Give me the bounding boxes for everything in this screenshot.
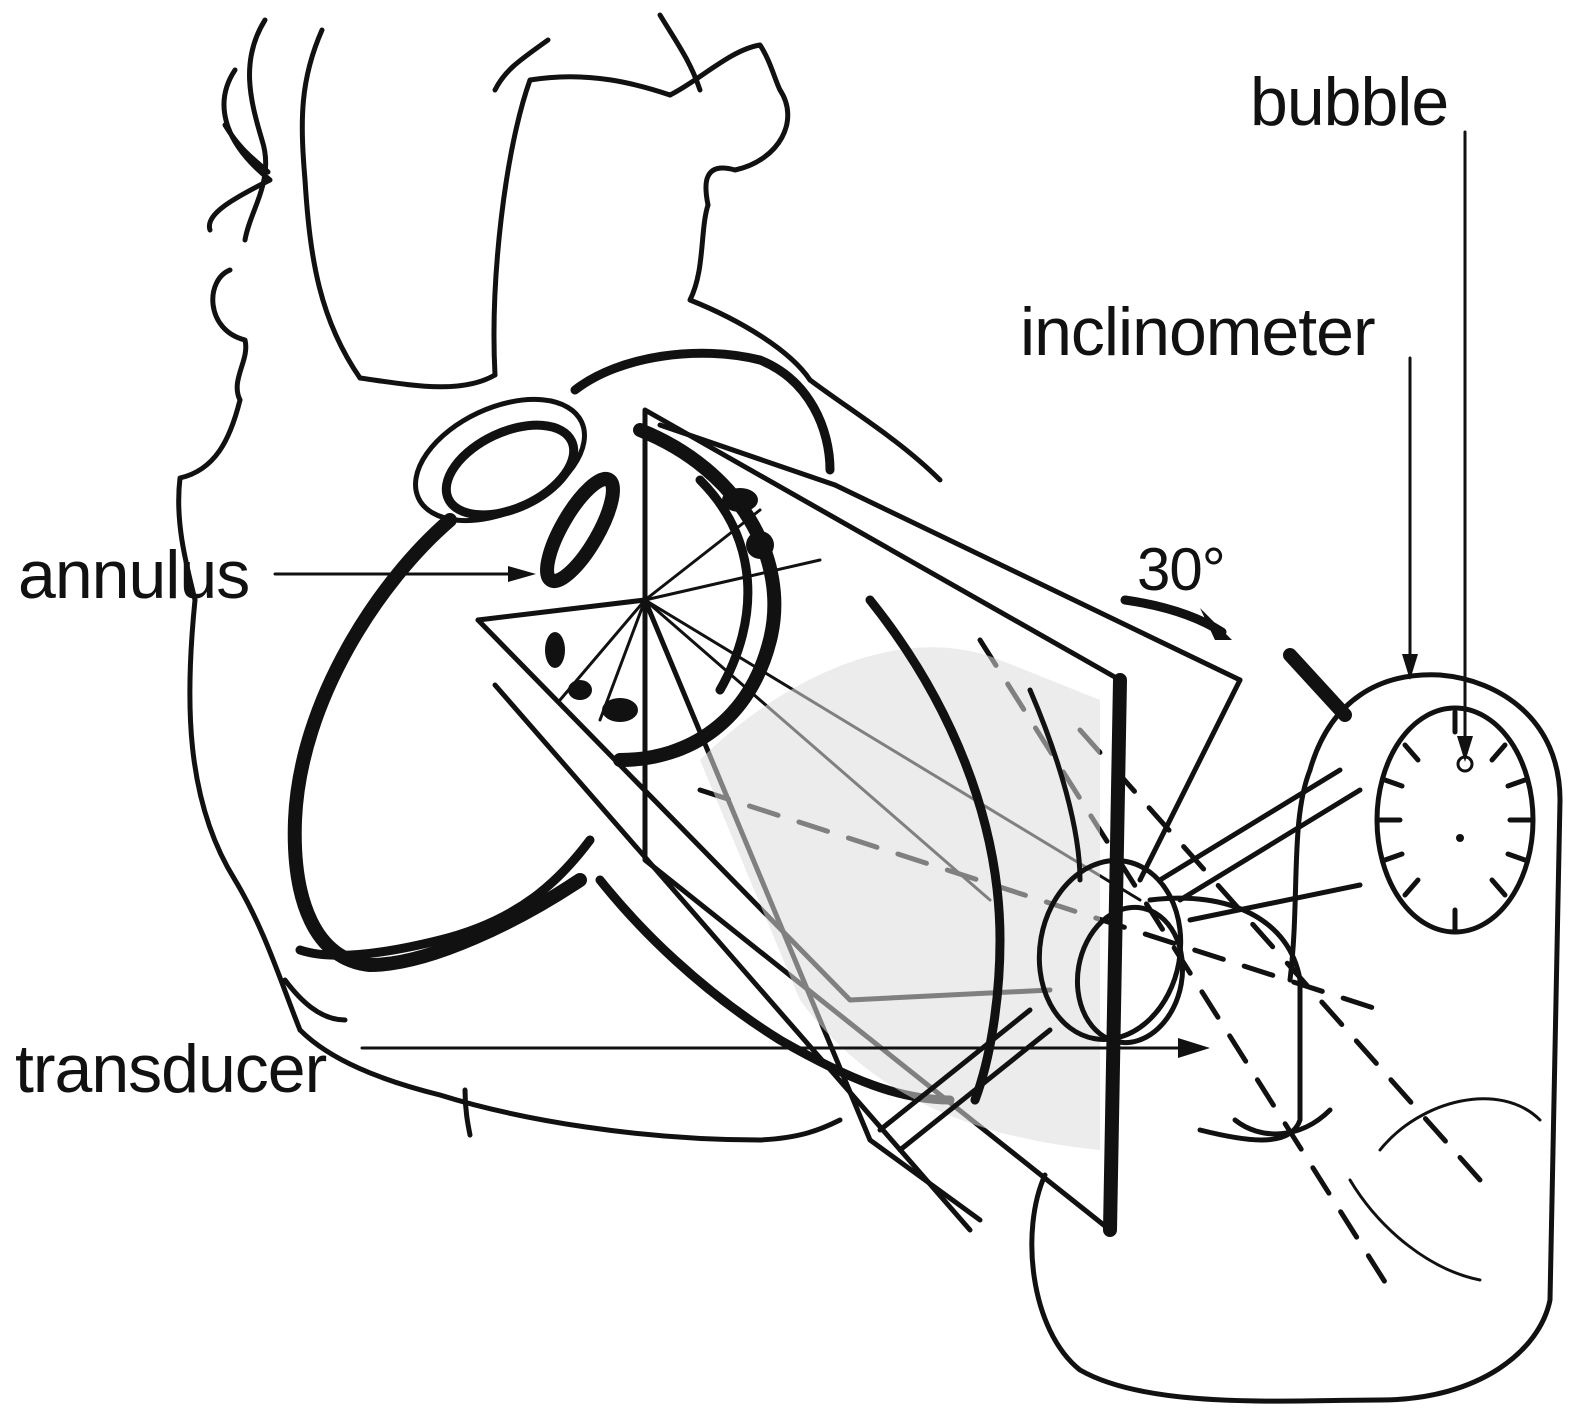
dial-ticks xyxy=(1380,712,1530,930)
leaflet-marks xyxy=(545,488,774,722)
label-bubble: bubble xyxy=(1250,64,1448,140)
annulus-ring xyxy=(535,430,774,760)
labels: bubble inclinometer 30° annulus transduc… xyxy=(15,64,1448,1107)
label-annulus: annulus xyxy=(18,537,249,613)
label-angle: 30° xyxy=(1137,536,1225,603)
rotation-arrow xyxy=(1125,600,1345,715)
inclinometer-dial xyxy=(1377,708,1533,932)
label-transducer: transducer xyxy=(15,1031,327,1107)
label-inclinometer: inclinometer xyxy=(1020,294,1375,370)
